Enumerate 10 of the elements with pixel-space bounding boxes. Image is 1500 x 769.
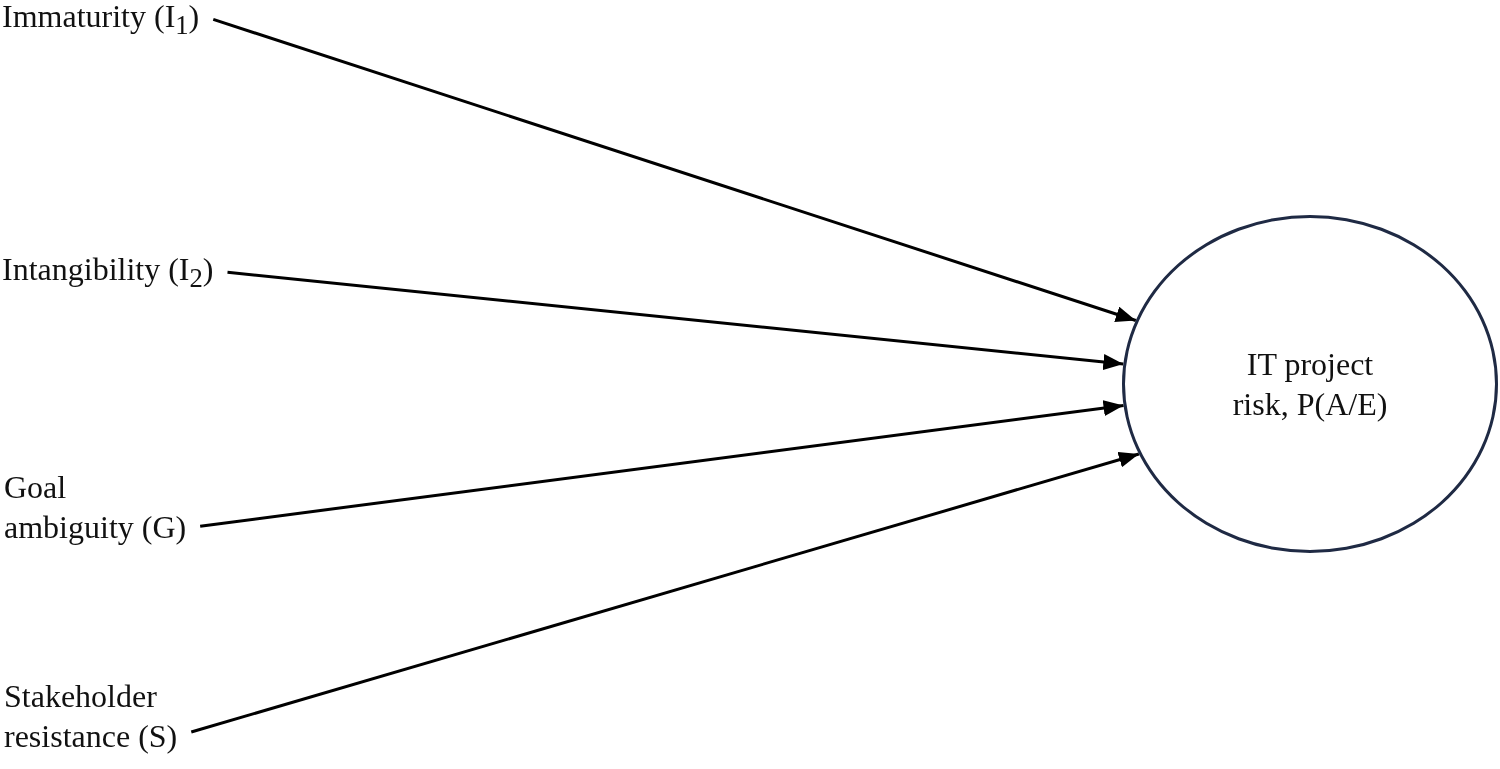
arrow	[227, 270, 1124, 370]
factor-label: Intangibility (I$_{2}$)	[2, 250, 214, 296]
factor-label: Stakeholder resistance (S)	[4, 677, 179, 756]
risk-ellipse	[1122, 215, 1498, 553]
arrow	[190, 451, 1140, 734]
node-label: IT project risk, P(A/E)	[1231, 345, 1389, 424]
factor-label: Goal ambiguity (G)	[4, 468, 188, 547]
arrow	[212, 17, 1137, 322]
arrow	[200, 400, 1124, 528]
factor-label: Immaturity (I$_{1}$)	[2, 0, 200, 43]
